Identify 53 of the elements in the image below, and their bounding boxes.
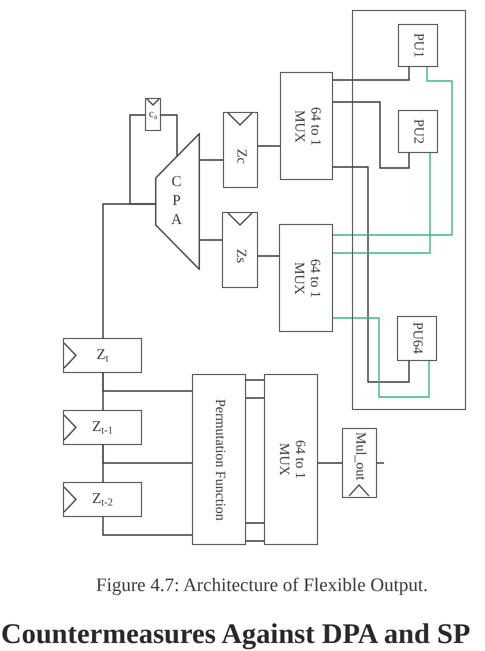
multiplexer-label: 64 to 1 MUX xyxy=(290,258,322,300)
signal-wire xyxy=(333,67,453,236)
register-label: Z$_{t-2}$ xyxy=(92,490,113,508)
unit-label: PU1 xyxy=(410,32,426,58)
signal-wire xyxy=(102,203,155,338)
signal-wire xyxy=(246,397,264,399)
unit-label: PU64 xyxy=(408,322,425,354)
register-label: Zc xyxy=(232,148,249,164)
multiplexer-box xyxy=(279,224,333,332)
multiplexer-label: 64 to 1 MUX xyxy=(290,106,323,148)
register-box xyxy=(145,98,161,131)
register-box xyxy=(222,212,258,288)
signal-wire xyxy=(102,373,192,392)
signal-wire xyxy=(246,540,264,542)
figure-caption: Figure 4.7: Architecture of Flexible Output. xyxy=(96,575,428,597)
function-label: Permutation Function xyxy=(211,398,228,520)
register-box xyxy=(63,338,142,373)
signal-wire xyxy=(200,239,222,241)
register-label: Z$_{t-1}$ xyxy=(92,418,113,436)
multiplexer-label: 64 to 1 MUX xyxy=(275,439,308,481)
register-label: Z$_{t}$ xyxy=(96,346,109,364)
enclosure-box xyxy=(352,10,466,410)
adder-label: C P A xyxy=(170,173,183,230)
register-box xyxy=(63,482,142,517)
signal-wire xyxy=(102,445,192,464)
signal-wire xyxy=(161,114,178,156)
processing-unit-box xyxy=(396,316,437,361)
multiplexer-box xyxy=(280,72,333,180)
register-box xyxy=(342,428,377,498)
signal-wire xyxy=(333,317,430,398)
signal-wire xyxy=(102,517,192,536)
register-label: c$_{a}$ xyxy=(148,108,158,121)
permutation-box xyxy=(192,374,246,545)
signal-wire xyxy=(258,255,279,257)
register-label: Zs xyxy=(232,249,248,263)
multiplexer-box xyxy=(264,374,318,545)
signal-wire xyxy=(333,153,431,254)
signal-wire xyxy=(333,67,410,81)
register-label: Mul_out xyxy=(352,432,368,480)
signal-wire xyxy=(333,101,410,169)
section-heading: Countermeasures Against DPA and SP xyxy=(1,621,470,650)
register-box xyxy=(223,112,258,188)
signal-wire xyxy=(258,145,280,147)
signal-wire xyxy=(200,159,223,161)
unit-label: PU2 xyxy=(410,118,426,144)
signal-wire xyxy=(246,379,264,381)
register-box xyxy=(63,410,142,445)
adder-trapezoid xyxy=(155,133,200,270)
signal-wire xyxy=(333,166,410,383)
signal-wire xyxy=(318,462,342,464)
processing-unit-box xyxy=(398,110,438,153)
processing-unit-box xyxy=(398,24,438,67)
signal-wire xyxy=(246,522,264,524)
